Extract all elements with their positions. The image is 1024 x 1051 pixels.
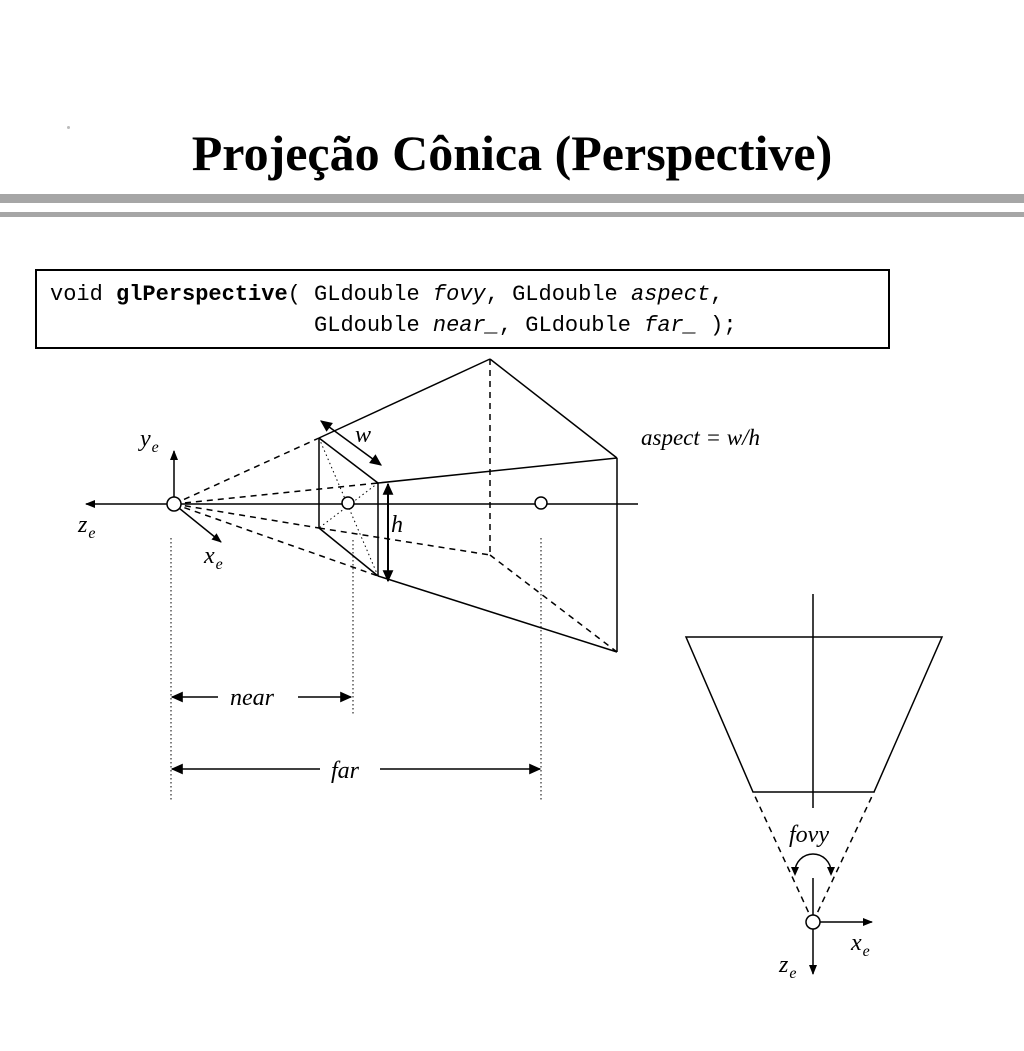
axis-label-x: xe bbox=[203, 543, 223, 573]
top-view-trapezoid bbox=[684, 636, 944, 793]
signature-close: ); bbox=[696, 313, 737, 338]
label-far: far bbox=[331, 758, 360, 784]
label-fovy: fovy bbox=[789, 822, 829, 848]
top-view-rays bbox=[752, 791, 875, 923]
signature-sep-2: , GLdouble bbox=[498, 313, 645, 338]
label-near: near bbox=[230, 685, 275, 711]
frustum-edges bbox=[318, 358, 618, 653]
param-far: far_ bbox=[644, 313, 697, 338]
signature-open: ( GLdouble bbox=[287, 282, 433, 307]
keyword-void: void bbox=[50, 282, 103, 307]
top-axis-label-x: xe bbox=[850, 930, 870, 960]
w-dimension-arrow bbox=[320, 420, 382, 466]
param-aspect: aspect bbox=[630, 282, 711, 307]
near-center-point bbox=[341, 496, 355, 510]
title-rule-thick bbox=[0, 194, 1024, 203]
eye-point bbox=[166, 496, 182, 512]
label-aspect: aspect = w/h bbox=[641, 425, 760, 450]
label-h: h bbox=[391, 512, 403, 538]
top-view-eye-point bbox=[805, 914, 821, 930]
signature-comma: , bbox=[710, 282, 724, 307]
view-rays bbox=[173, 437, 379, 577]
label-w: w bbox=[355, 422, 371, 448]
x-axis-line bbox=[173, 503, 222, 543]
signature-line-1: void glPerspective( GLdouble fovy, GLdou… bbox=[50, 283, 723, 307]
axis-label-y: ye bbox=[138, 426, 159, 456]
stray-dot bbox=[67, 126, 70, 129]
signature-sep-1: , GLdouble bbox=[485, 282, 631, 307]
far-center-point bbox=[534, 496, 548, 510]
slide-title: Projeção Cônica (Perspective) bbox=[191, 125, 833, 181]
frustum-3d-view bbox=[85, 358, 638, 802]
function-signature-box: void glPerspective( GLdouble fovy, GLdou… bbox=[35, 269, 890, 349]
signature-lead: GLdouble bbox=[314, 313, 433, 338]
fovy-angle-arc bbox=[794, 853, 832, 873]
axis-label-z: ze bbox=[77, 512, 95, 542]
frustum-top-view bbox=[684, 594, 944, 975]
param-fovy: fovy bbox=[432, 282, 486, 307]
fovy-arc-tick-right bbox=[827, 867, 835, 876]
signature-line-2: GLdouble near_, GLdouble far_ ); bbox=[50, 314, 737, 338]
fovy-arc-tick-left bbox=[791, 867, 799, 876]
param-near: near_ bbox=[432, 313, 499, 338]
function-name: glPerspective bbox=[116, 282, 288, 307]
title-rule-thin bbox=[0, 212, 1024, 217]
top-axis-label-z: ze bbox=[778, 952, 796, 982]
far-plane-hidden-edges bbox=[318, 359, 618, 653]
distance-guides bbox=[170, 538, 542, 802]
